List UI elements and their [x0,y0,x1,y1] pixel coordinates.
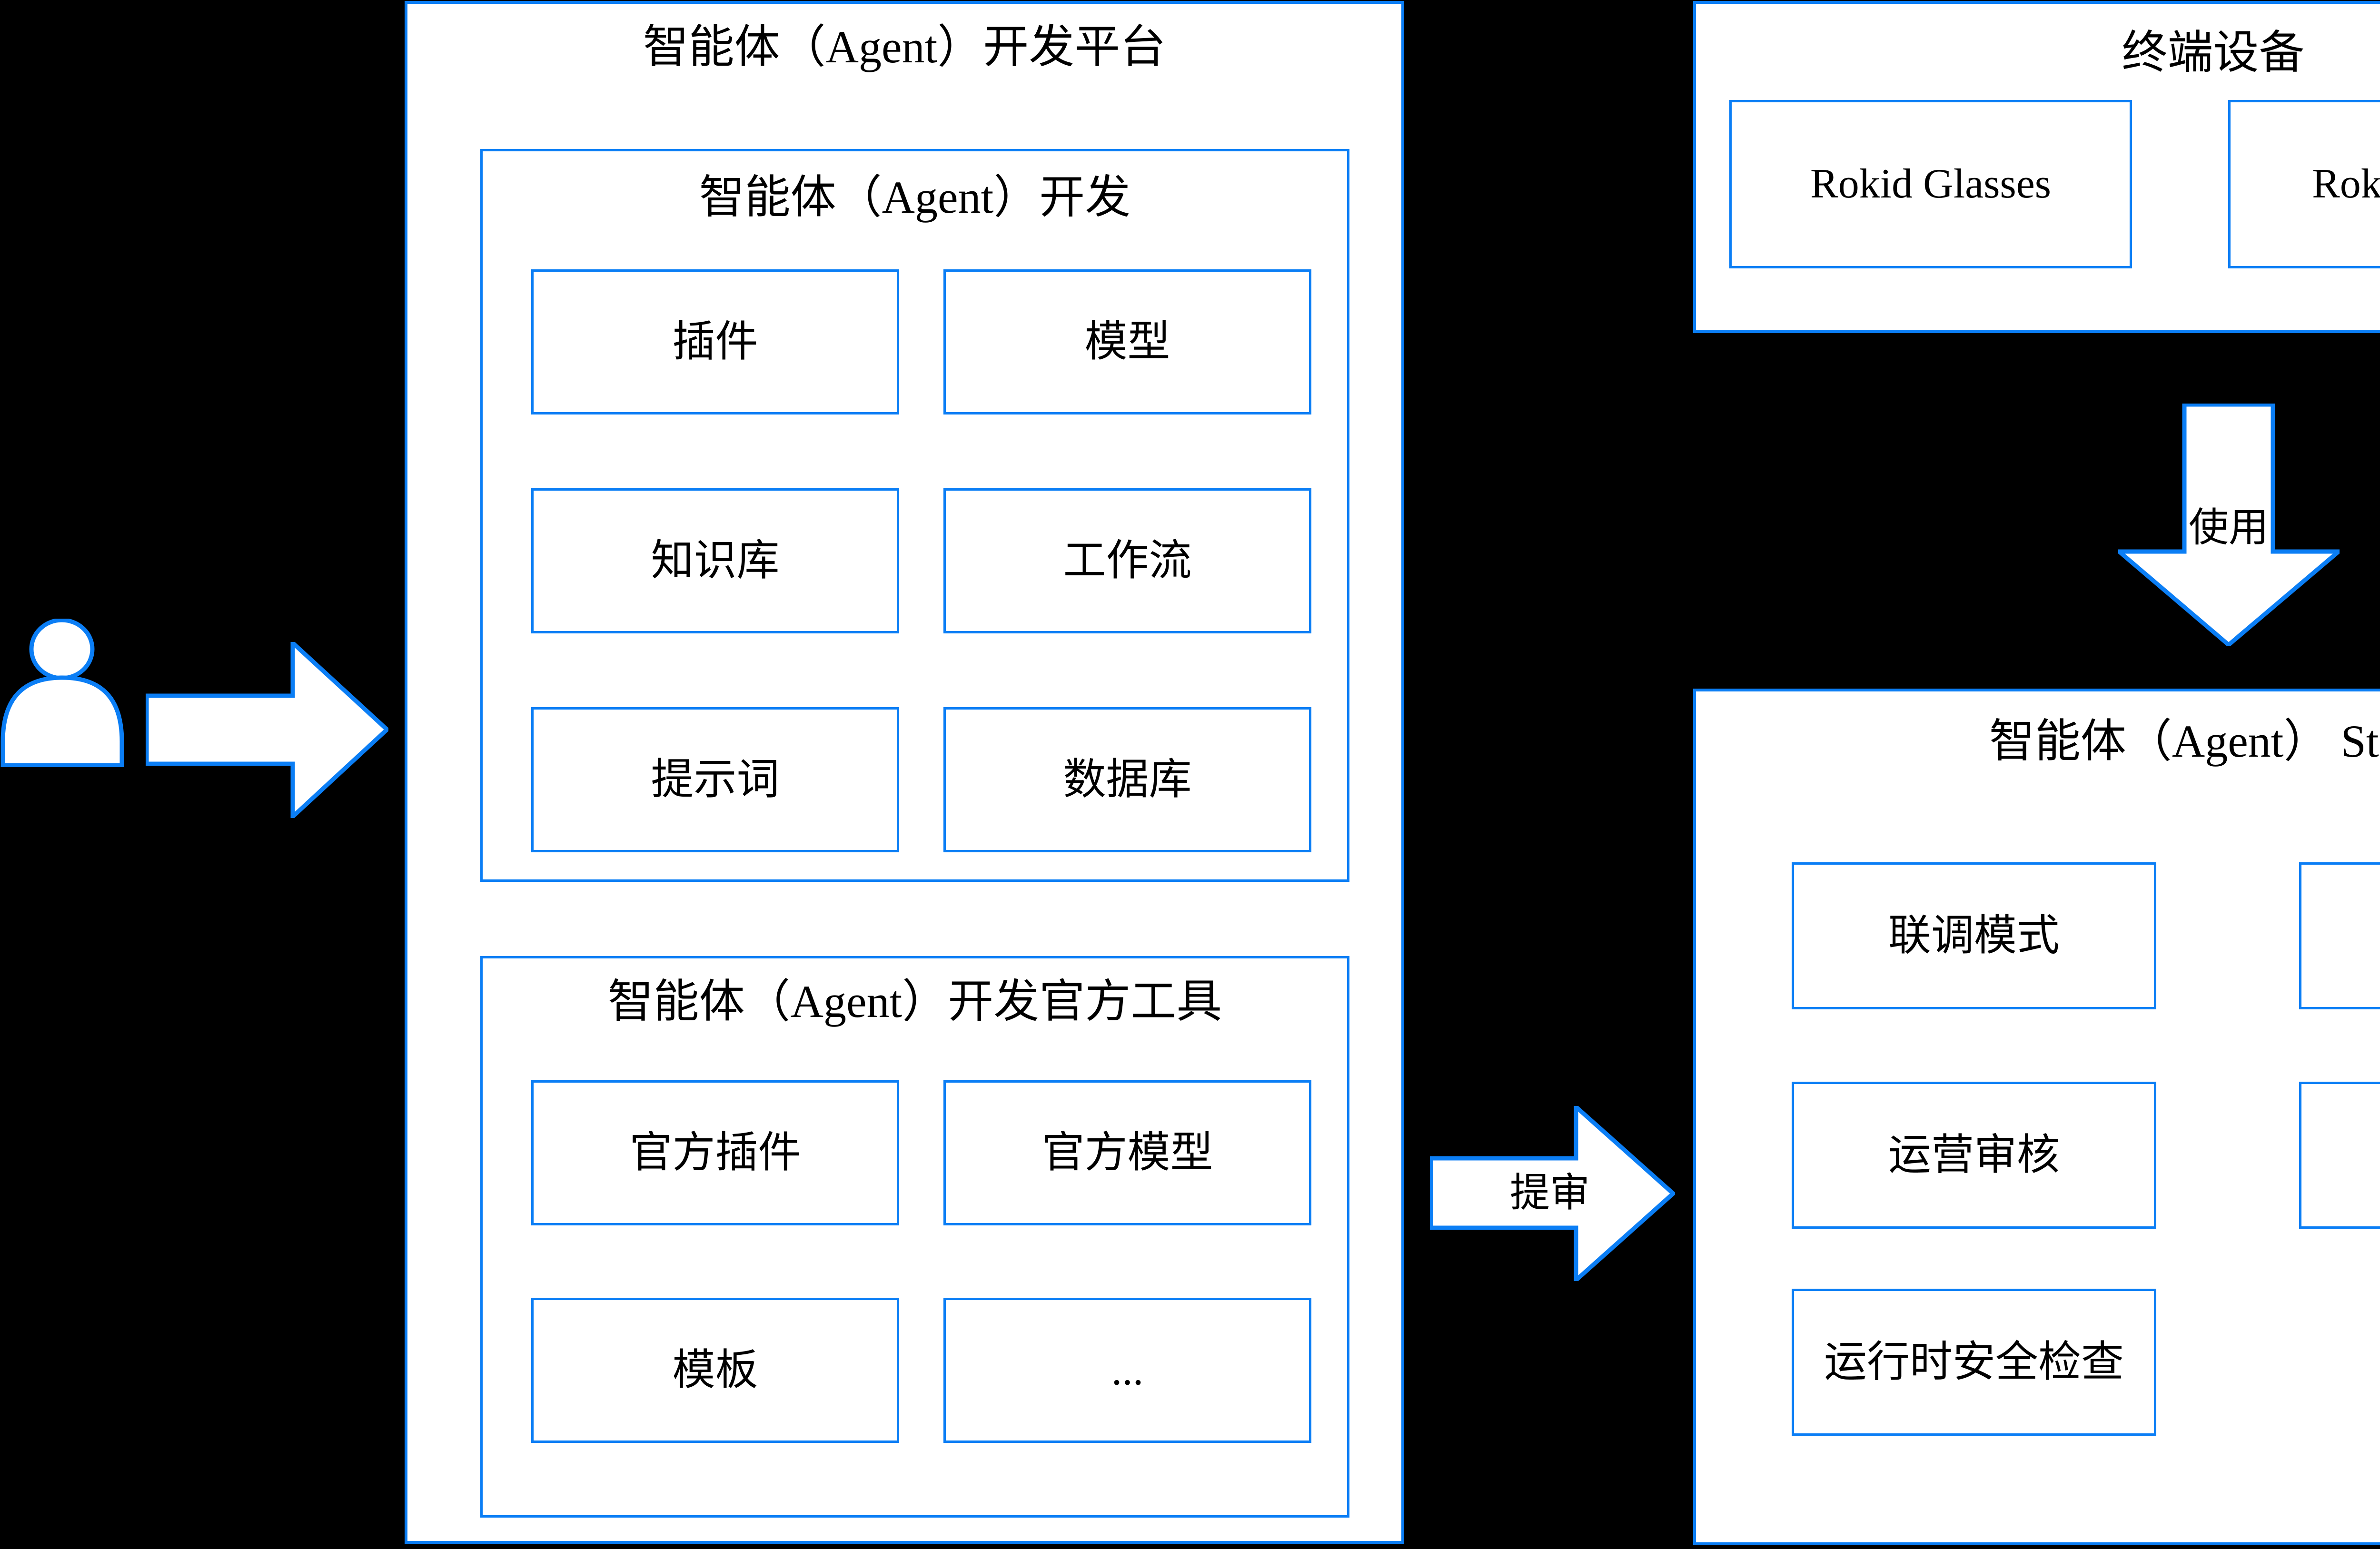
cell-runtime-security-check: 运行时安全检查 [1792,1289,2156,1436]
cell-workflow: 工作流 [943,488,1311,633]
tools-section-title: 智能体（Agent）开发官方工具 [607,976,1222,1027]
dev-section: 智能体（Agent）开发 插件 模型 知识库 工作流 提示词 数据库 [480,149,1349,882]
terminal-title: 终端设备 [2122,27,2305,78]
submit-arrow-label: 提审 [1509,1171,1590,1215]
developer-input-arrow-right-icon [146,642,388,818]
cell-user-binding: 用户绑定 [2299,1082,2380,1229]
cell-database: 数据库 [943,707,1311,852]
store-title: 智能体（Agent） Store [1989,716,2380,767]
cell-debug-mode: 联调模式 [1792,862,2156,1009]
cell-rokid-ai-app: Rokid AI App [2228,100,2380,268]
cell-model: 模型 [943,269,1311,414]
cell-official-plugin: 官方插件 [531,1080,899,1225]
terminal-panel: 终端设备 Rokid Glasses Rokid AI App [1693,1,2380,333]
dev-section-title: 智能体（Agent）开发 [699,172,1131,223]
platform-panel: 智能体（Agent）开发平台 智能体（Agent）开发 插件 模型 知识库 工作… [405,1,1404,1544]
cell-plugin: 插件 [531,269,899,414]
cell-prompt: 提示词 [531,707,899,852]
cell-more: ... [943,1298,1311,1443]
developer-user-icon [0,619,124,767]
store-panel: 智能体（Agent） Store 联调模式 上架模式 运营审核 用户绑定 运行时… [1693,689,2380,1545]
cell-official-model: 官方模型 [943,1080,1311,1225]
cell-rokid-glasses: Rokid Glasses [1729,100,2132,268]
use-arrow-label: 使用 [2188,506,2269,550]
platform-title: 智能体（Agent）开发平台 [643,21,1166,72]
cell-knowledge-base: 知识库 [531,488,899,633]
cell-template: 模板 [531,1298,899,1443]
submit-arrow-right-icon [1430,1106,1675,1281]
cell-operation-review: 运营审核 [1792,1082,2156,1229]
cell-listing-mode: 上架模式 [2299,862,2380,1009]
tools-section: 智能体（Agent）开发官方工具 官方插件 官方模型 模板 ... [480,956,1349,1518]
use-arrow-down-icon [2118,404,2340,646]
